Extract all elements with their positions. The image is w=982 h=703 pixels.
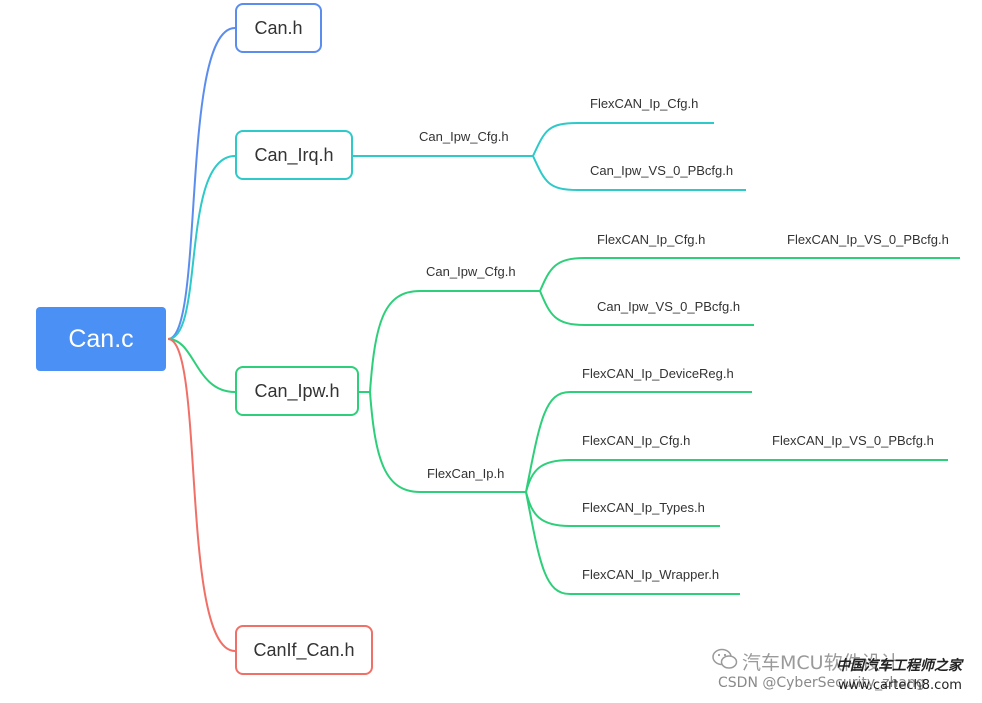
link-irq-flexcan-cfg — [532, 122, 714, 157]
node-ipw-flexcan-ip: FlexCan_Ip.h — [427, 466, 505, 481]
node-irq-flexcan-ip-cfg: FlexCAN_Ip_Cfg.h — [590, 96, 699, 111]
node-ipw-flexcan-pbcfg: FlexCAN_Ip_VS_0_PBcfg.h — [787, 232, 949, 247]
node-irq-can-ipw-pbcfg: Can_Ipw_VS_0_PBcfg.h — [590, 163, 734, 178]
link-ip-devicereg — [525, 391, 752, 493]
link-ipw-cfg — [369, 290, 540, 393]
link-root-can-h — [167, 27, 236, 340]
watermark-csdn: CSDN @CyberSecurity_zhang — [718, 675, 925, 691]
node-can-ipw-h: Can_Ipw.h — [235, 366, 359, 416]
link-root-can-irq — [167, 155, 236, 340]
watermark-site-cn: 中国汽车工程师之家 — [836, 658, 962, 674]
link-cfg-ipw-pbcfg — [539, 290, 754, 326]
root-node-can-c: Can.c — [36, 307, 166, 371]
node-ipw-can-ipw-pbcfg: Can_Ipw_VS_0_PBcfg.h — [597, 299, 741, 314]
node-canif-can-h: CanIf_Can.h — [235, 625, 373, 675]
watermark-site-url: www.cartech8.com — [838, 678, 962, 693]
node-can-h: Can.h — [235, 3, 322, 53]
node-ip-devicereg: FlexCAN_Ip_DeviceReg.h — [582, 366, 734, 381]
link-ipw-ip — [369, 391, 526, 493]
link-ip-wrapper — [525, 491, 740, 595]
node-irq-can-ipw-cfg: Can_Ipw_Cfg.h — [419, 129, 509, 144]
link-cfg-flexcan-cfg — [539, 257, 755, 292]
node-ip-wrapper: FlexCAN_Ip_Wrapper.h — [582, 567, 720, 582]
link-root-canif — [167, 338, 236, 652]
link-ip-flexcan-cfg — [525, 459, 948, 493]
node-ip-flexcan-cfg: FlexCAN_Ip_Cfg.h — [582, 433, 691, 448]
link-root-can-ipw — [167, 338, 236, 393]
link-irq-ipw-pbcfg — [532, 155, 746, 191]
node-ipw-can-ipw-cfg: Can_Ipw_Cfg.h — [426, 264, 516, 279]
wechat-icon — [712, 648, 738, 670]
node-ipw-flexcan-ip-cfg: FlexCAN_Ip_Cfg.h — [597, 232, 706, 247]
node-can-irq-h: Can_Irq.h — [235, 130, 353, 180]
node-ip-flexcan-pbcfg: FlexCAN_Ip_VS_0_PBcfg.h — [772, 433, 934, 448]
watermark-wechat: 汽车MCU软件设计 — [742, 652, 900, 674]
node-ip-types: FlexCAN_Ip_Types.h — [582, 500, 705, 515]
